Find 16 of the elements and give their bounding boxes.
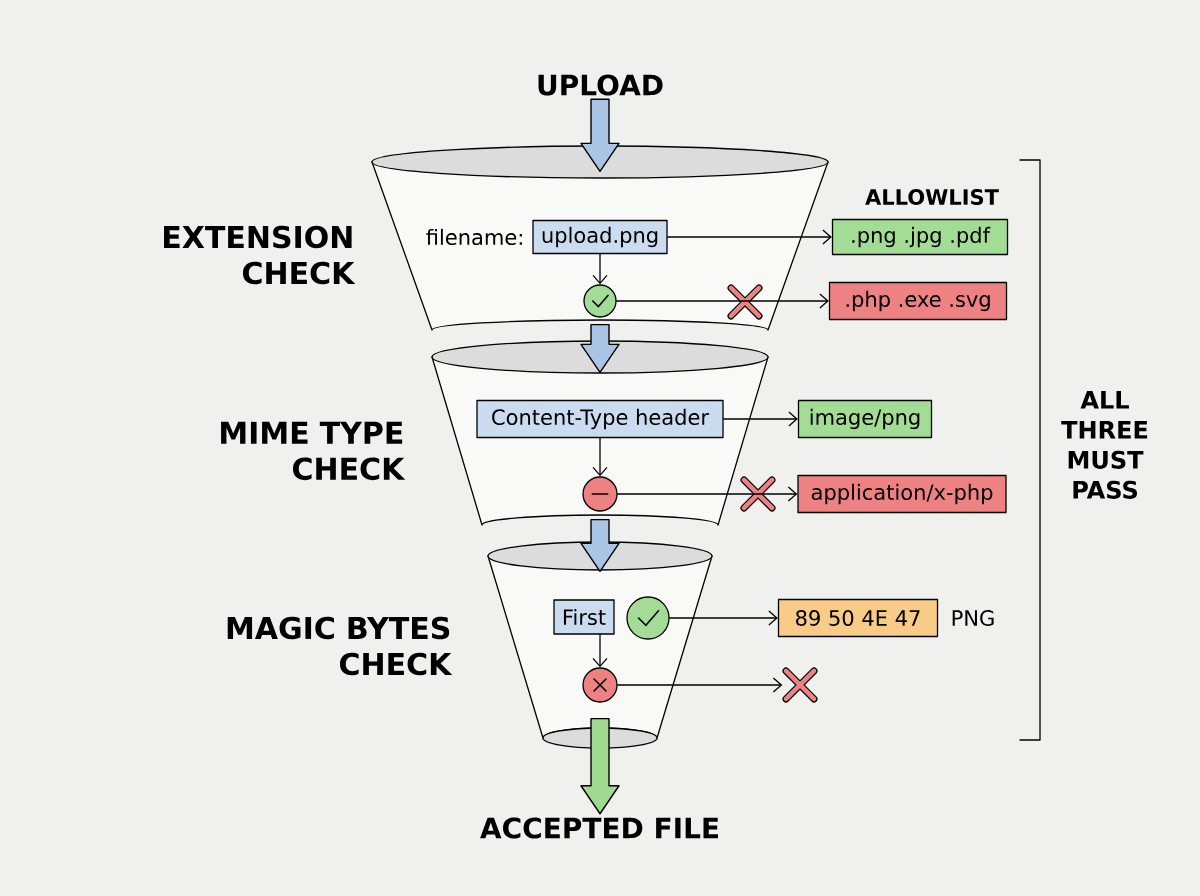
reject-cross [782,667,818,703]
bracket-label: ALL THREE MUST PASS [1061,391,1148,499]
flow-label: ACCEPTED FILE [480,817,718,839]
text-box: .php .exe .svg [828,281,1008,321]
stage-label: EXTENSION CHECK [164,225,356,285]
stage-label: MAGIC BYTES CHECK [227,616,453,676]
text-box: 89 50 4E 47 [777,598,939,638]
side-label: PNG [952,610,994,626]
text-box: image/png [797,399,933,439]
block-arrow [580,717,620,815]
side-label: ALLOWLIST [865,189,999,205]
flow-label: UPLOAD [538,74,663,96]
text-box: .png .jpg .pdf [831,218,1009,256]
stage-label: MIME TYPE CHECK [221,421,406,481]
text-box: application/x-php [797,474,1007,514]
block-arrow [580,98,620,173]
